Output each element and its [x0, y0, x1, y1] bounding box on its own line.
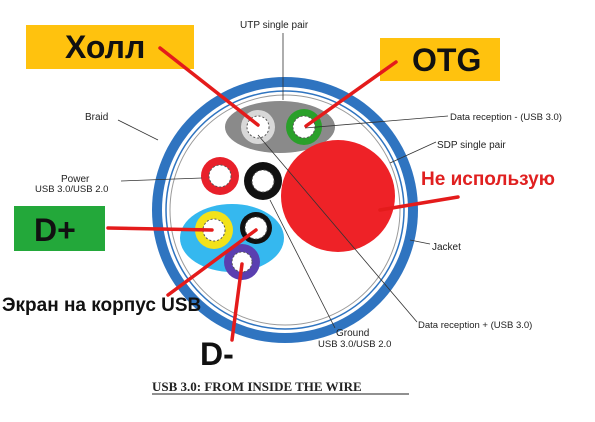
leader-jacket	[409, 239, 431, 245]
leader-sdp	[389, 141, 437, 164]
d-minus-wire-core	[231, 251, 253, 273]
braid-ring	[165, 90, 405, 330]
label-sdp-single-pair: SDP single pair	[437, 140, 506, 151]
holl-annotation-box	[26, 25, 194, 69]
screen-arrow	[166, 228, 258, 297]
holl-annotation-text: Холл	[65, 29, 145, 65]
screen-annotation-text: Экран на корпус USB	[2, 295, 201, 316]
label-data-reception-minus: Data reception - (USB 3.0)	[450, 112, 562, 123]
not-used-arrow	[378, 195, 460, 212]
label-braid: Braid	[85, 112, 108, 123]
diagram-caption: USB 3.0: FROM INSIDE THE WIRE	[152, 379, 362, 394]
label-data-reception-plus: Data reception + (USB 3.0)	[418, 320, 532, 331]
d-plus-arrow	[106, 226, 214, 232]
leader-ground	[269, 199, 336, 329]
label-power-usb: USB 3.0/USB 2.0	[35, 184, 108, 195]
holl-arrow	[158, 46, 260, 127]
d-plus-annotation-box	[14, 206, 105, 251]
label-ground: Ground	[336, 328, 369, 339]
label-jacket: Jacket	[432, 242, 461, 253]
leader-power	[120, 177, 203, 182]
otg-annotation-text: OTG	[412, 42, 481, 78]
leader-braid	[117, 119, 159, 141]
sdp-pair-red	[281, 140, 395, 252]
d-minus-arrow	[230, 262, 244, 342]
label-ground-usb: USB 3.0/USB 2.0	[318, 339, 391, 350]
label-power: Power	[61, 174, 90, 185]
label-utp-single-pair: UTP single pair	[240, 20, 309, 31]
otg-annotation-box	[380, 38, 500, 81]
d-plus-wire-core	[202, 218, 226, 242]
black-wire-core	[251, 169, 275, 193]
leader-data-rx-plus	[257, 134, 418, 323]
d-minus-annotation-text: D-	[200, 336, 234, 372]
power-wire-core	[208, 164, 232, 188]
d-plus-annotation-text: D+	[34, 212, 76, 248]
otg-wire-core	[292, 115, 316, 139]
otg-arrow	[304, 60, 398, 128]
not-used-annotation-text: Не использую	[421, 169, 555, 190]
leader-data-rx-minus	[304, 115, 449, 129]
braid-inner-ring	[169, 94, 401, 326]
